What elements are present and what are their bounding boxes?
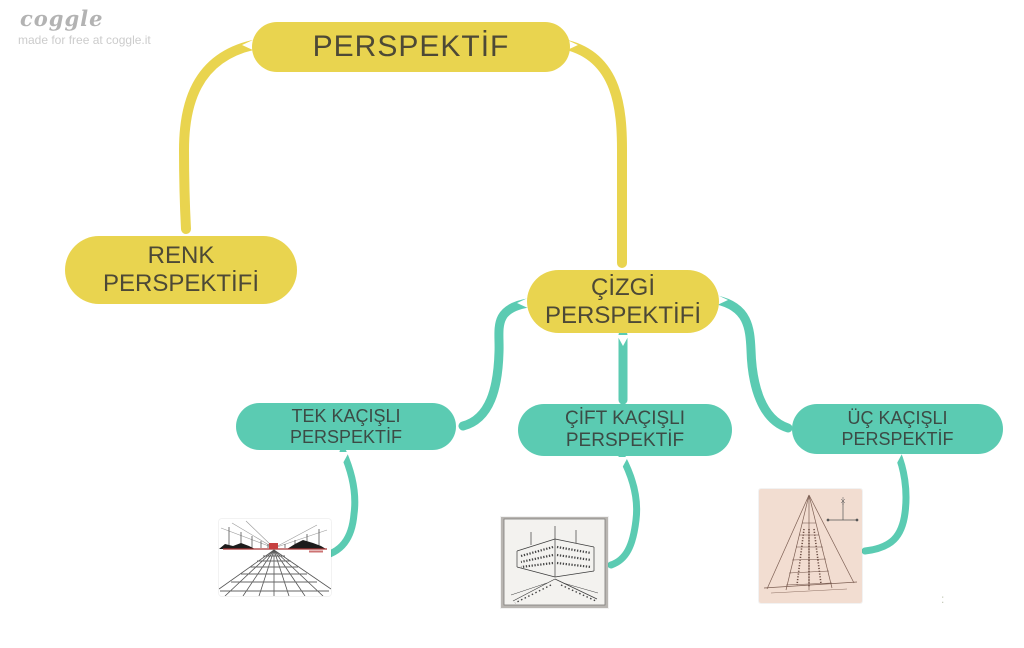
node-tek-line1: TEK KAÇIŞLI: [291, 405, 401, 426]
stray-mark: :: [941, 592, 945, 606]
node-uc-line1: ÜÇ KAÇIŞLI: [847, 408, 948, 428]
node-cizgi-perspektifi[interactable]: ÇİZGİ PERSPEKTİFİ: [527, 270, 719, 333]
node-cift-line1: ÇİFT KAÇIŞLI: [564, 408, 685, 429]
node-tek-kacisli-perspektif[interactable]: TEK KAÇIŞLI PERSPEKTİF: [236, 403, 456, 450]
node-cizgi-line1: ÇİZGİ: [591, 273, 655, 301]
node-uc-kacisli-perspektif[interactable]: ÜÇ KAÇIŞLI PERSPEKTİF: [792, 404, 1003, 454]
coggle-logo[interactable]: coggle: [20, 6, 104, 31]
one-point-perspective-image[interactable]: [219, 519, 331, 596]
fork-notch: [337, 452, 349, 463]
node-cift-kacisli-perspektif[interactable]: ÇİFT KAÇIŞLI PERSPEKTİF: [518, 404, 732, 456]
branch-cizgi-to-tek: [458, 298, 533, 431]
branch-cizgi-to-uc: [712, 295, 793, 433]
node-renk-line1: RENK: [147, 242, 215, 269]
node-cift-line2: PERSPEKTİF: [565, 430, 685, 451]
two-point-perspective-image[interactable]: [501, 517, 608, 608]
fork-notch: [616, 457, 628, 468]
branch-root-to-cizgi: [562, 40, 627, 268]
node-uc-line2: PERSPEKTİF: [841, 429, 954, 449]
node-renk-perspektifi[interactable]: RENK PERSPEKTİFİ: [65, 236, 297, 304]
one-point-sketch: [219, 519, 331, 596]
branch-cift-to-image: [607, 453, 641, 569]
axis-doodle: [826, 497, 859, 522]
node-cizgi-line2: PERSPEKTİFİ: [544, 301, 702, 329]
node-perspektif-label: PERSPEKTİF: [312, 30, 510, 63]
branch-uc-to-image: [861, 448, 910, 555]
node-renk-line2: PERSPEKTİFİ: [102, 270, 260, 297]
three-point-perspective-image[interactable]: [759, 489, 862, 603]
fork-notch: [617, 335, 629, 346]
two-point-sketch: [501, 517, 608, 608]
coggle-tagline: made for free at coggle.it: [18, 33, 151, 47]
node-tek-line2: PERSPEKTİF: [289, 426, 403, 447]
node-perspektif[interactable]: PERSPEKTİF: [252, 22, 570, 72]
three-point-sketch: [759, 489, 862, 603]
branch-root-to-renk: [178, 40, 258, 234]
